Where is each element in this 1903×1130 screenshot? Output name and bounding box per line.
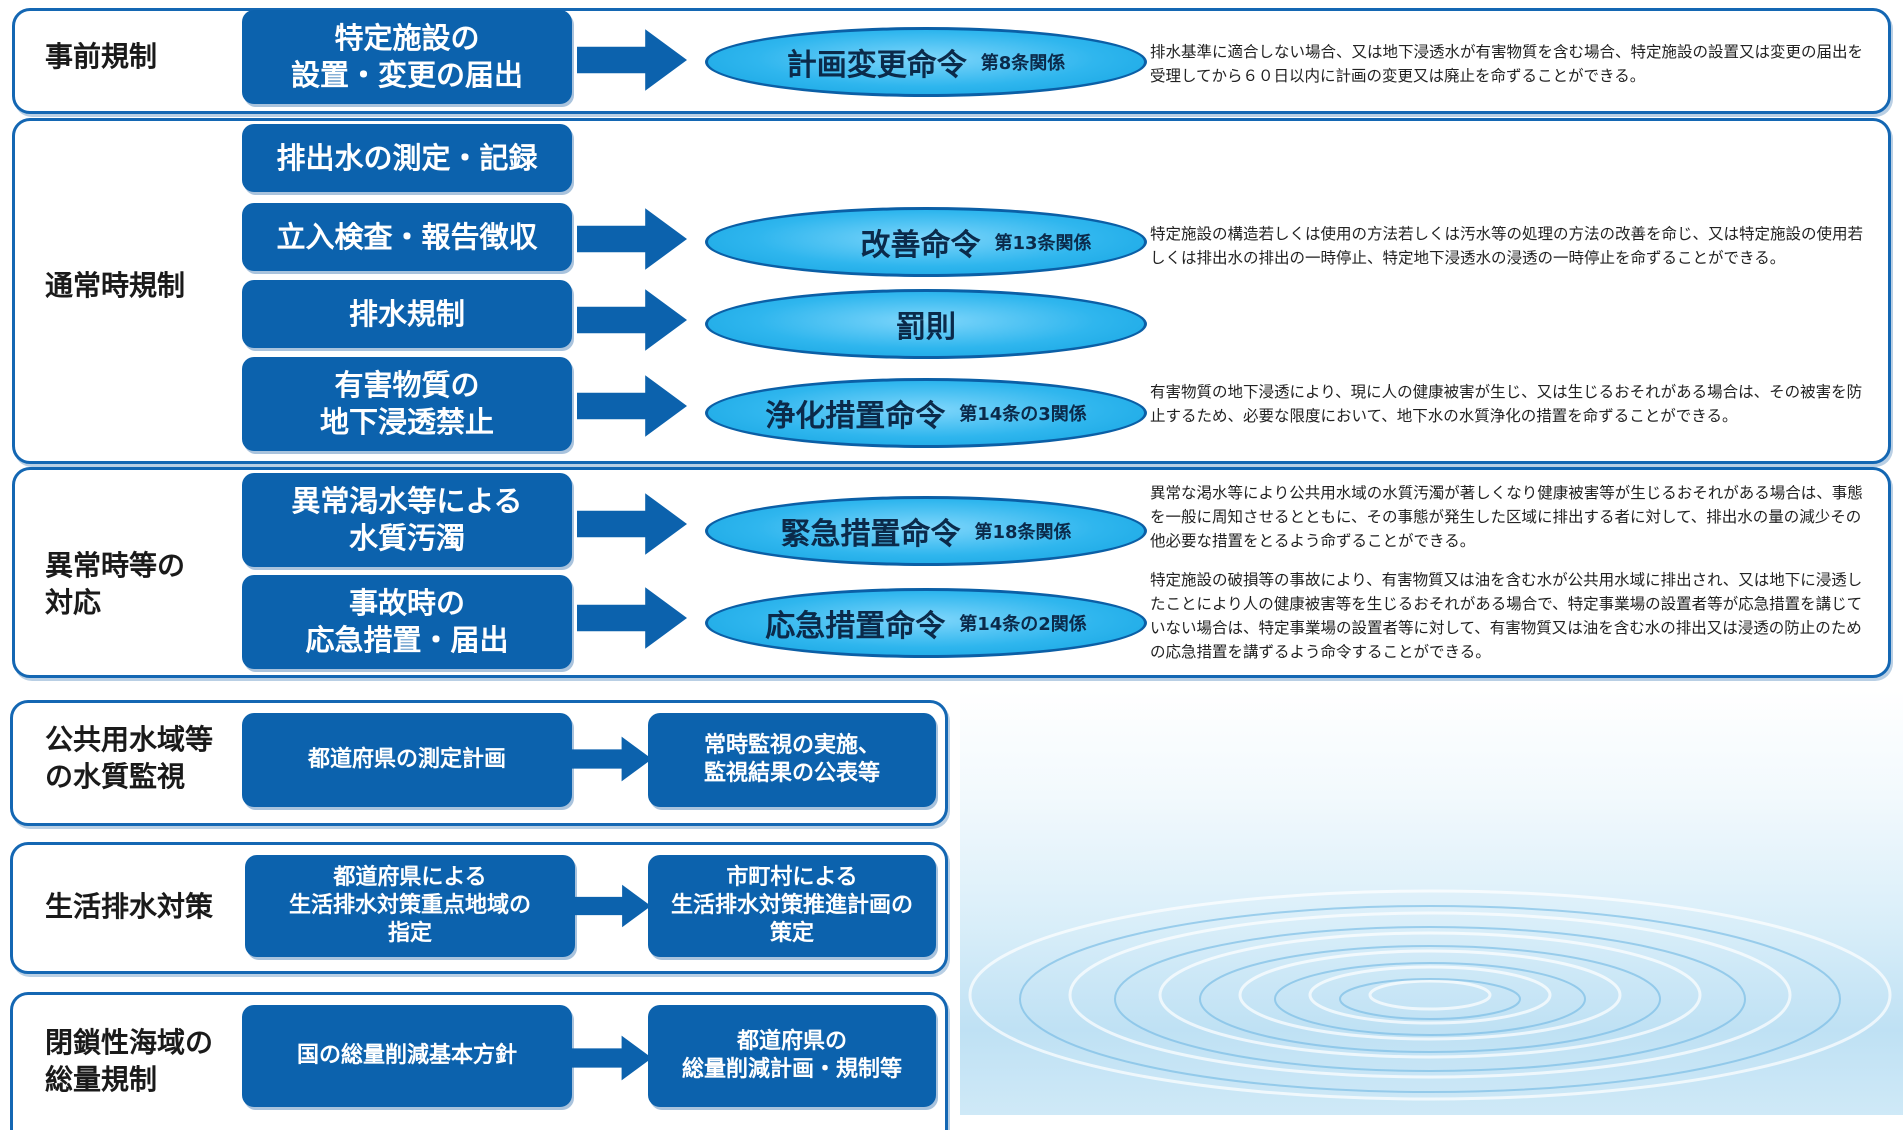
order-name: 改善命令 <box>860 228 981 263</box>
box-suishin-keikaku: 市町村による 生活排水対策推進計画の 策定 <box>648 855 936 957</box>
arrow-right-icon <box>575 874 651 938</box>
arrow-right-icon <box>572 491 692 557</box>
box-sokutei-keikaku: 都道府県の測定計画 <box>242 713 572 807</box>
box-sokutei-kiroku: 排出水の測定・記録 <box>242 124 572 192</box>
arrow-right-icon <box>572 1026 652 1090</box>
box-todokede: 特定施設の 設置・変更の届出 <box>242 10 572 104</box>
desc-kinkyu-sochi: 異常な渇水等により公共用水域の水質汚濁が著しくなり健康被害等が生じるおそれがある… <box>1150 484 1863 550</box>
box-juten-chiiki: 都道府県による 生活排水対策重点地域の 指定 <box>245 855 575 957</box>
box-joji-kanshi: 常時監視の実施、 監視結果の公表等 <box>648 713 936 807</box>
desc-oukyu-sochi: 特定施設の破損等の事故により、有害物質又は油を含む水が公共用水域に排出され、又は… <box>1150 571 1863 661</box>
desc-joka-sochi: 有害物質の地下浸透により、現に人の健康被害が生じ、又は生じるおそれがある場合は、… <box>1150 383 1863 425</box>
section-label-seikatsu: 生活排水対策 <box>45 890 214 923</box>
section-label-heisa: 閉鎖性海域の 総量規制 <box>45 1026 214 1096</box>
box-kihon-hoshin: 国の総量削減基本方針 <box>242 1005 572 1107</box>
article-ref: 第14条の3関係 <box>959 404 1087 425</box>
order-name: 罰則 <box>896 310 956 345</box>
desc-keikaku-henko: 排水基準に適合しない場合、又は地下浸透水が有害物質を含む場合、特定施設の設置又は… <box>1150 43 1864 85</box>
section-label-tsujo: 通常時規制 <box>45 269 186 302</box>
box-jiko-oukyu: 事故時の 応急措置・届出 <box>242 575 572 669</box>
arrow-right-icon <box>572 373 692 439</box>
oval-joka-sochi: 浄化措置命令 第14条の3関係 <box>705 378 1147 448</box>
order-name: 計画変更命令 <box>786 48 967 83</box>
article-ref: 第13条関係 <box>994 233 1092 254</box>
oval-keikaku-henko: 計画変更命令 第8条関係 <box>705 27 1147 97</box>
box-haisui-kisei: 排水規制 <box>242 280 572 348</box>
arrow-right-icon <box>572 27 692 93</box>
oval-kinkyu-sochi: 緊急措置命令 第18条関係 <box>705 496 1147 566</box>
oval-kaizen: 改善命令 第13条関係 <box>705 207 1147 277</box>
oval-oukyu-sochi: 応急措置命令 第14条の2関係 <box>705 588 1147 658</box>
desc-kaizen: 特定施設の構造若しくは使用の方法若しくは汚水等の処理の方法の改善を命じ、又は特定… <box>1150 225 1864 267</box>
order-name: 緊急措置命令 <box>780 517 961 552</box>
article-ref: 第18条関係 <box>974 522 1072 543</box>
box-sakugen-keikaku: 都道府県の 総量削減計画・規制等 <box>648 1005 936 1107</box>
box-chika-shinto: 有害物質の 地下浸透禁止 <box>242 357 572 451</box>
article-ref: 第14条の2関係 <box>959 614 1087 635</box>
order-name: 応急措置命令 <box>765 609 946 644</box>
water-ripple-image <box>960 690 1903 1115</box>
box-ijo-kassui: 異常渇水等による 水質汚濁 <box>242 473 572 567</box>
arrow-right-icon <box>572 206 692 272</box>
arrow-right-icon <box>572 287 692 353</box>
section-label-kanshi: 公共用水域等 の水質監視 <box>45 723 214 793</box>
section-label-ijo: 異常時等の 対応 <box>45 549 186 619</box>
arrow-right-icon <box>572 727 652 791</box>
oval-bassoku: 罰則 <box>705 289 1147 359</box>
arrow-right-icon <box>572 585 692 651</box>
article-ref: 第8条関係 <box>980 53 1066 74</box>
box-tachiiri: 立入検査・報告徴収 <box>242 203 572 271</box>
section-label-jizen: 事前規制 <box>45 40 158 73</box>
order-name: 浄化措置命令 <box>765 399 946 434</box>
